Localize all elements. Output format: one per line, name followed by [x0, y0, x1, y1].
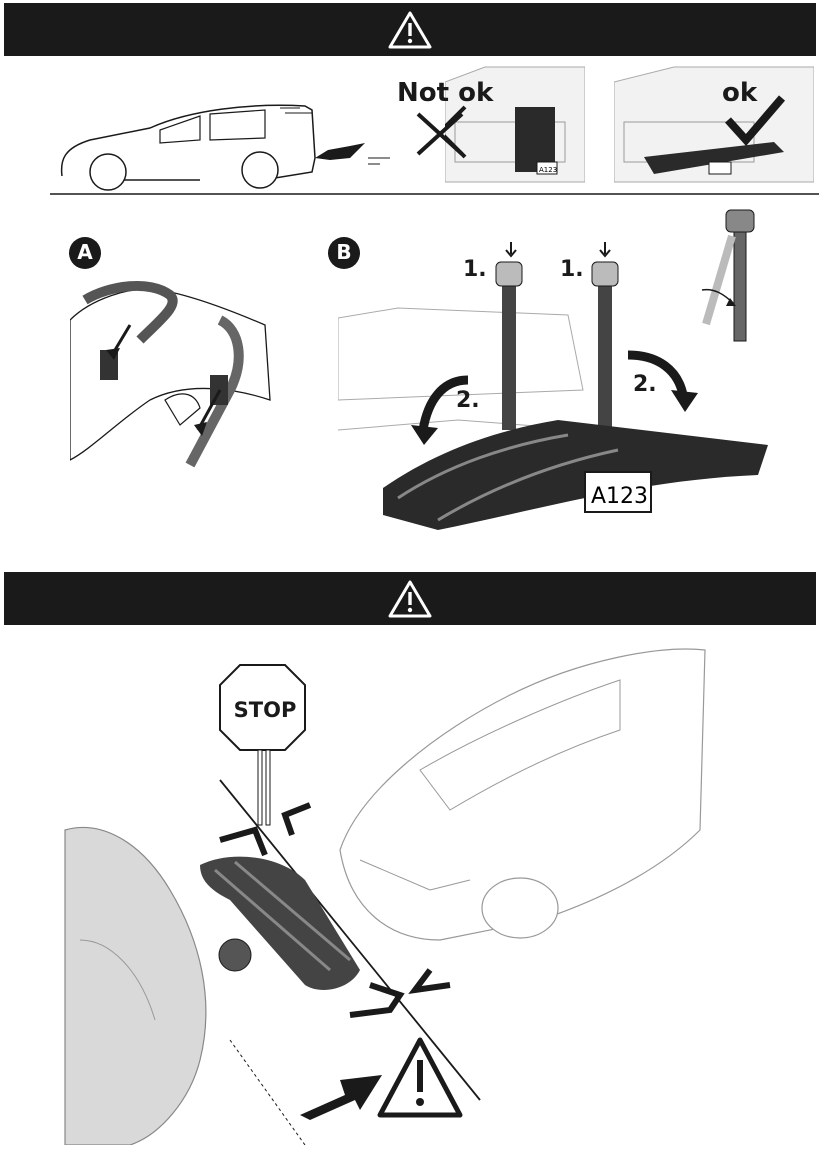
plate-small: A123: [539, 166, 557, 174]
stop-sign-text: STOP: [233, 698, 297, 722]
step-b-badge: B: [327, 236, 361, 270]
warning-header-top: [4, 3, 816, 56]
step-b-fold-illustration: A123 1. 1. 2. 2.: [338, 240, 788, 540]
arm-detail-illustration: [698, 206, 768, 346]
not-ok-example: A123: [445, 62, 585, 186]
plate-text: A123: [591, 484, 648, 509]
installation-overview: [50, 88, 819, 198]
step-b-2-right: 2.: [633, 372, 657, 397]
step-a-strap-illustration: [70, 280, 275, 485]
warning-triangle-icon: [388, 580, 432, 617]
warning-header-bottom: [4, 572, 816, 625]
step-a-badge: A: [68, 236, 102, 270]
road-scene-illustration: STOP: [60, 640, 760, 1145]
warning-triangle-icon: [388, 11, 432, 48]
not-ok-label: Not ok: [397, 78, 494, 108]
step-b-1-right: 1.: [560, 257, 584, 282]
ok-label: ok: [722, 78, 758, 108]
step-b-1-left: 1.: [463, 257, 487, 282]
step-b-2-left: 2.: [456, 388, 480, 413]
car-driving-illustration: [50, 104, 819, 195]
checkmark-icon: [725, 95, 786, 147]
cross-icon: [416, 112, 464, 156]
ok-example: [614, 62, 814, 186]
